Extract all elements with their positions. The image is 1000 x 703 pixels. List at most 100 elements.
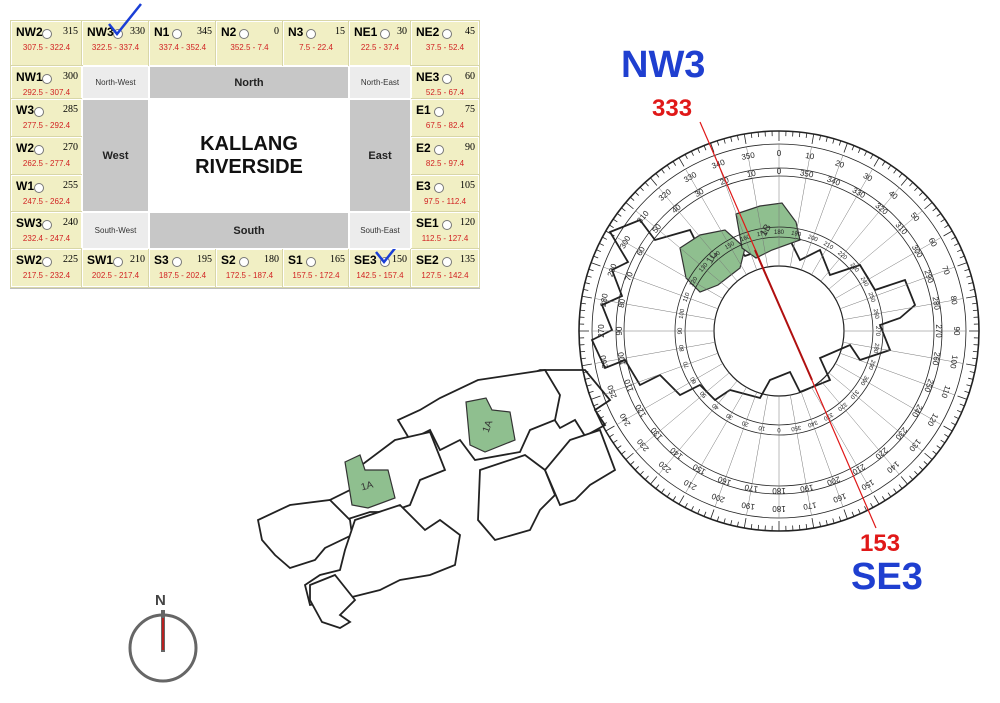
protractor-degree-label: 50 bbox=[909, 211, 922, 224]
protractor-degree-label: 140 bbox=[885, 459, 901, 475]
protractor-degree-label: 220 bbox=[836, 250, 848, 261]
protractor-degree-label: 270 bbox=[874, 326, 880, 337]
protractor-tick bbox=[864, 506, 868, 511]
protractor-degree-label: 320 bbox=[874, 201, 890, 217]
protractor-degree-label: 20 bbox=[741, 419, 750, 427]
protractor-degree-label: 280 bbox=[872, 343, 880, 355]
radio-icon[interactable] bbox=[442, 74, 452, 84]
radio-icon[interactable] bbox=[172, 29, 182, 39]
protractor-degree-label: 20 bbox=[834, 158, 846, 170]
protractor-degree-label: 250 bbox=[867, 292, 876, 304]
protractor-tick bbox=[710, 509, 715, 520]
protractor-tick bbox=[811, 518, 815, 529]
protractor-tick bbox=[966, 275, 972, 278]
direction-code: N3 bbox=[288, 25, 304, 39]
direction-code: SE3 bbox=[354, 253, 377, 267]
protractor-spoke bbox=[835, 363, 942, 425]
protractor-degree-label: 220 bbox=[656, 459, 672, 475]
protractor-tick bbox=[909, 182, 914, 187]
protractor-tick bbox=[634, 191, 640, 196]
protractor-degree-label: 240 bbox=[618, 411, 633, 428]
protractor-degree-label: 230 bbox=[893, 426, 909, 442]
protractor-degree-label: 110 bbox=[623, 378, 636, 394]
protractor-tick bbox=[678, 157, 685, 167]
protractor-tick bbox=[936, 445, 942, 449]
direction-code: SE2 bbox=[416, 253, 439, 267]
radio-icon[interactable] bbox=[42, 220, 52, 230]
direction-range: 172.5 - 187.4 bbox=[225, 271, 274, 280]
bearing-line-core bbox=[754, 249, 813, 381]
radio-icon[interactable] bbox=[172, 257, 182, 267]
protractor-tick bbox=[697, 148, 701, 154]
protractor-degree-label: 190 bbox=[740, 500, 755, 511]
radio-icon[interactable] bbox=[42, 29, 52, 39]
protractor-degree-label: 180 bbox=[774, 230, 785, 236]
radio-icon[interactable] bbox=[239, 257, 249, 267]
radio-icon[interactable] bbox=[434, 145, 444, 155]
radio-icon[interactable] bbox=[434, 107, 444, 117]
radio-icon[interactable] bbox=[42, 74, 52, 84]
radio-icon[interactable] bbox=[434, 183, 444, 193]
protractor-tick bbox=[661, 168, 665, 174]
protractor-tick bbox=[924, 202, 933, 210]
radio-icon[interactable] bbox=[442, 29, 452, 39]
protractor-tick bbox=[843, 142, 848, 153]
protractor-tick bbox=[805, 524, 808, 530]
protractor-tick bbox=[811, 133, 815, 144]
radio-icon[interactable] bbox=[34, 107, 44, 117]
protractor-degree-label: 100 bbox=[616, 351, 627, 366]
protractor-tick bbox=[870, 154, 874, 160]
protractor-degree-label: 280 bbox=[599, 292, 610, 307]
protractor-degree-label: 120 bbox=[689, 276, 700, 288]
protractor-degree-label: 10 bbox=[758, 424, 766, 431]
radio-icon[interactable] bbox=[113, 257, 123, 267]
direction-degree: 75 bbox=[465, 104, 475, 115]
protractor-tick bbox=[666, 492, 671, 498]
protractor-tick bbox=[593, 255, 599, 259]
radio-icon[interactable] bbox=[239, 29, 249, 39]
protractor-degree-label: 300 bbox=[858, 374, 869, 386]
radio-icon[interactable] bbox=[442, 220, 452, 230]
protractor-tick bbox=[625, 202, 634, 210]
protractor-spoke bbox=[635, 210, 730, 290]
development-name: KALLANG RIVERSIDE bbox=[149, 99, 349, 212]
radio-icon[interactable] bbox=[42, 257, 52, 267]
protractor-degree-label: 220 bbox=[873, 445, 889, 461]
radio-icon[interactable] bbox=[306, 29, 316, 39]
radio-icon[interactable] bbox=[380, 29, 390, 39]
radio-icon[interactable] bbox=[34, 145, 44, 155]
radio-icon[interactable] bbox=[34, 183, 44, 193]
protractor-degree-label: 280 bbox=[930, 296, 941, 311]
protractor-degree-label: 50 bbox=[651, 222, 664, 235]
radio-icon[interactable] bbox=[442, 257, 452, 267]
protractor-degree-label: 180 bbox=[772, 504, 786, 513]
direction-code: S1 bbox=[288, 253, 303, 267]
protractor-spoke bbox=[842, 342, 964, 364]
protractor-spoke bbox=[603, 266, 719, 310]
radio-icon[interactable] bbox=[306, 257, 316, 267]
